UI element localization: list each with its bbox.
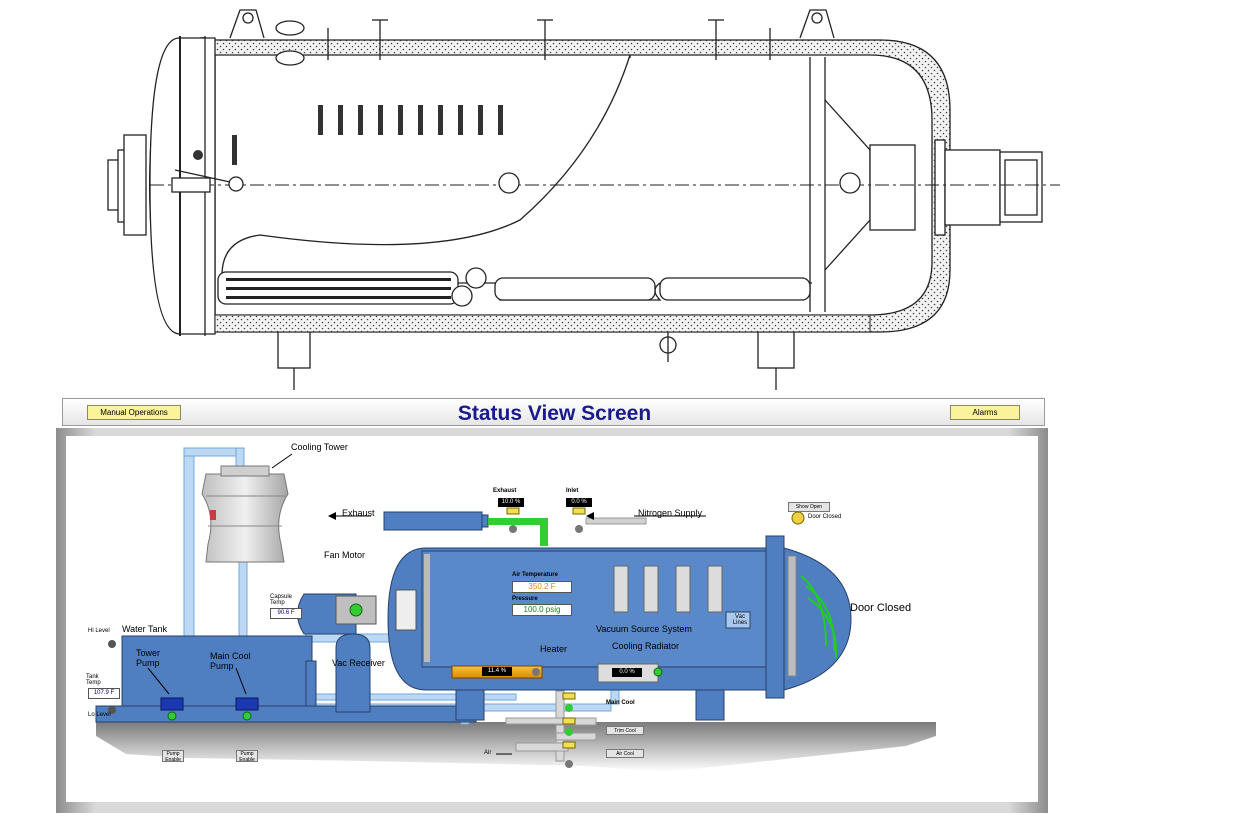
heater-output-value: 11.4 %: [482, 667, 512, 676]
heater-label: Heater: [540, 644, 568, 654]
capsule-temp-label: Capsule Temp: [270, 594, 293, 606]
air-label: Air: [484, 750, 492, 756]
tower-pump-label: Tower Pump: [136, 648, 161, 668]
inlet-valve-label: Inlet: [566, 488, 579, 494]
process-diagram-panel: Cooling Tower Exhaust Nitrogen Supply Fa…: [66, 436, 1038, 802]
vac-lines-button[interactable]: Vac Lines: [732, 614, 748, 626]
fan-motor-label: Fan Motor: [324, 550, 366, 560]
vacuum-source-system-label: Vacuum Source System: [596, 624, 692, 634]
autoclave-engineering-drawing: [107, 9, 1060, 390]
exhaust-valve-value: 10.0 %: [498, 498, 524, 507]
pressure-label: Pressure: [512, 596, 538, 602]
page-title: Status View Screen: [457, 402, 652, 425]
inlet-valve-value: 0.0 %: [566, 498, 592, 507]
vac-receiver-label: Vac Receiver: [332, 658, 385, 668]
process-schematic: [95, 447, 936, 772]
cooling-radiator-label: Cooling Radiator: [612, 641, 680, 651]
air-temperature-value: 350.2 F: [512, 581, 572, 593]
water-tank-label: Water Tank: [122, 624, 168, 634]
exhaust-outlet-label: Exhaust: [342, 508, 375, 518]
hi-level-label: Hi Level: [88, 628, 110, 634]
tank-temp-value: 107.9 F: [88, 688, 120, 699]
tower-pump-enable-button[interactable]: Pump Enable: [162, 750, 184, 763]
alarms-button[interactable]: Alarms: [950, 405, 1020, 420]
air-cool-button[interactable]: Air Cool: [606, 749, 644, 758]
manual-operations-button[interactable]: Manual Operations: [87, 405, 181, 420]
pressure-value: 100.0 psig: [512, 604, 572, 616]
main-cool-pump-enable-button[interactable]: Pump Enable: [236, 750, 258, 763]
main-cool-pump-label: Main Cool Pump: [210, 651, 251, 671]
main-cool-label: Main Cool: [606, 700, 635, 706]
radiator-output-value: 0.0 %: [612, 668, 642, 677]
cooling-tower-label: Cooling Tower: [291, 442, 348, 452]
show-open-button[interactable]: Show Open: [788, 502, 830, 512]
capsule-temp-value: 90.6 F: [270, 608, 302, 619]
trim-cool-button[interactable]: Trim Cool: [606, 726, 644, 735]
hmi-header-bar: Manual Operations Status View Screen Ala…: [62, 398, 1045, 426]
air-temperature-label: Air Temperature: [512, 572, 558, 578]
nitrogen-supply-label: Nitrogen Supply: [638, 508, 703, 518]
door-closed-label: Door Closed: [850, 602, 912, 614]
exhaust-valve-label: Exhaust: [493, 488, 517, 494]
lo-level-label: Lo Level: [88, 712, 111, 718]
door-status-label: Door Closed: [808, 514, 842, 520]
tank-temp-label: Tank Temp: [86, 674, 101, 686]
